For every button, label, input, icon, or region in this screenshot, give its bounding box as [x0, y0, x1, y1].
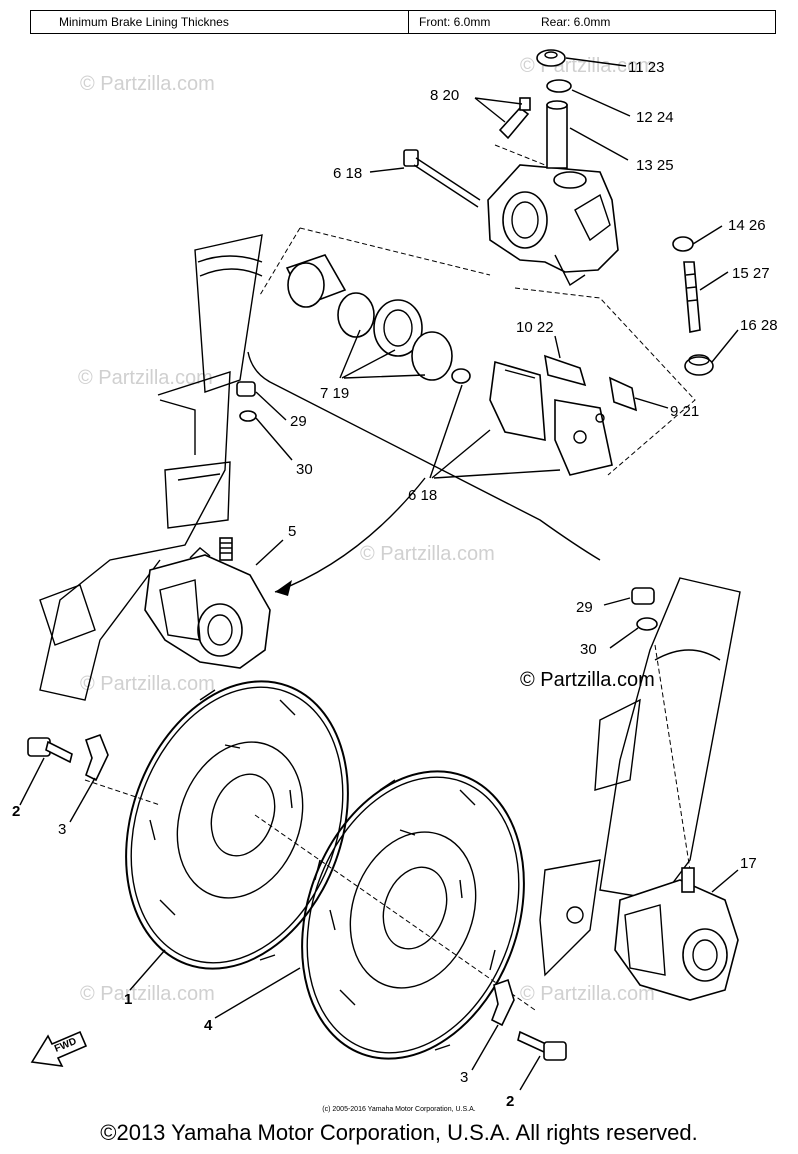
pin-6-18 [403, 149, 481, 208]
left-fork [39, 234, 263, 701]
callout-9-21: 9 21 [670, 403, 699, 420]
callout-8-20: 8 20 [430, 87, 459, 104]
spec-rear: Rear: 6.0mm [541, 15, 611, 29]
lock-plate-3-right [490, 978, 515, 1027]
copyright-footer: ©2013 Yamaha Motor Corporation, U.S.A. A… [100, 1120, 698, 1145]
callout-14-26: 14 26 [728, 217, 766, 234]
brake-disc-1 [125, 680, 349, 970]
watermark: © Partzilla.com [78, 367, 213, 389]
bolt-2-left [27, 737, 73, 764]
callout-10-22: 10 22 [516, 319, 554, 336]
watermark: © Partzilla.com [80, 673, 215, 695]
brake-pads [489, 360, 613, 476]
spring [451, 368, 471, 384]
callout-3-left: 3 [58, 821, 66, 838]
fwd-arrow: FWD [30, 1030, 88, 1067]
watermark: © Partzilla.com [360, 543, 495, 565]
caliper-body-top [487, 164, 619, 287]
pin-13-25 [546, 100, 568, 169]
boot-16-28 [684, 356, 714, 376]
watermark: © Partzilla.com [520, 983, 655, 1005]
caliper-17 [614, 867, 739, 1001]
lock-plate-3-left [84, 733, 109, 782]
callout-16-28: 16 28 [740, 317, 778, 334]
ring-12-24 [546, 79, 572, 93]
washer-14-26 [672, 236, 694, 252]
bolt-15-27 [683, 261, 701, 333]
nut-29-right [631, 587, 658, 631]
caliper-5 [144, 537, 271, 669]
watermark-dark: © Partzilla.com [520, 669, 655, 691]
spec-name: Minimum Brake Lining Thicknes [31, 11, 409, 33]
callout-30-right: 30 [580, 641, 597, 658]
callout-15-27: 15 27 [732, 265, 770, 282]
callout-6-18-mid: 6 18 [408, 487, 437, 504]
callout-13-25: 13 25 [636, 157, 674, 174]
nut-29-left [236, 381, 257, 422]
lining-spec-table: Minimum Brake Lining Thicknes Front: 6.0… [30, 10, 776, 34]
spec-front: Front: 6.0mm [419, 15, 491, 29]
callout-3-right: 3 [460, 1069, 468, 1086]
callout-29-left: 29 [290, 413, 307, 430]
callout-5: 5 [288, 523, 296, 540]
callout-29-right: 29 [576, 599, 593, 616]
shim-10-22 [544, 354, 587, 387]
callout-11-23: 11 23 [628, 59, 664, 76]
callout-2-left: 2 [12, 803, 20, 820]
callout-4: 4 [204, 1017, 213, 1034]
copyright-small-note: (c) 2005-2016 Yamaha Motor Corporation, … [322, 1106, 476, 1113]
callout-2-right: 2 [506, 1093, 514, 1110]
watermark: © Partzilla.com [80, 73, 215, 95]
callout-12-24: 12 24 [636, 109, 674, 126]
clip-9-21 [608, 376, 638, 412]
watermark: © Partzilla.com [80, 983, 215, 1005]
callout-1: 1 [124, 991, 132, 1008]
callout-7-19: 7 19 [320, 385, 349, 402]
piston-seals-7-19 [285, 254, 453, 381]
callout-6-18-top: 6 18 [333, 165, 362, 182]
brake-disc-4 [301, 770, 525, 1060]
callout-17: 17 [740, 855, 757, 872]
bolt-2-right [517, 1030, 567, 1061]
bleeder-8-20 [498, 97, 531, 140]
callout-30-left: 30 [296, 461, 313, 478]
